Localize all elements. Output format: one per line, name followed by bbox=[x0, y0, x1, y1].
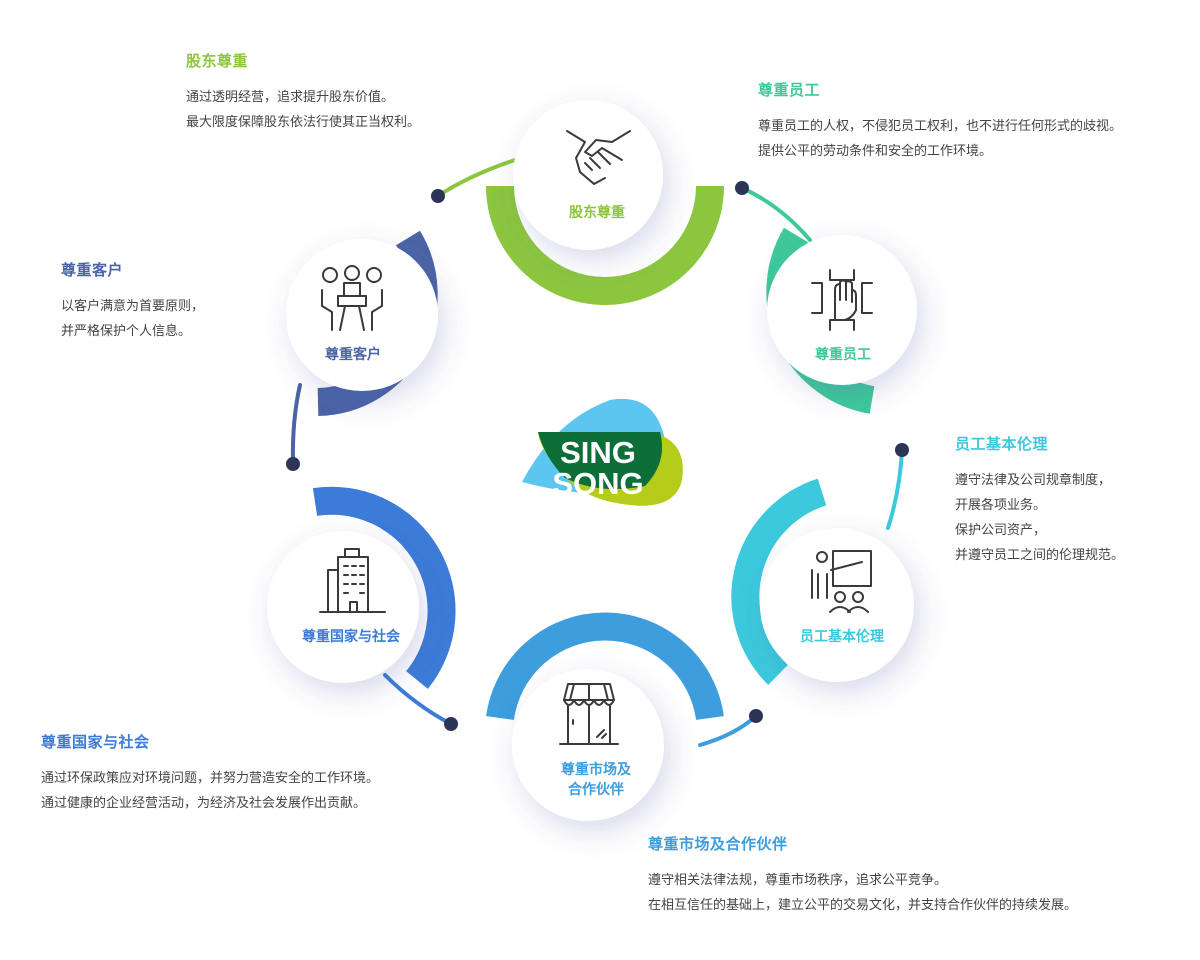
svg-text:SING: SING bbox=[560, 435, 636, 470]
arc-society bbox=[312, 486, 456, 689]
singsong-logo: SING SONG bbox=[522, 398, 683, 506]
svg-text:SONG: SONG bbox=[552, 466, 643, 501]
desc-ethics: 员工基本伦理 遵守法律及公司规章制度， 开展各项业务。 保护公司资产， 并遵守员… bbox=[955, 433, 1124, 568]
arc-ethics bbox=[731, 478, 827, 685]
desc-line: 在相互信任的基础上，建立公平的交易文化，并支持合作伙伴的持续发展。 bbox=[648, 898, 1078, 913]
desc-employee: 尊重员工 尊重员工的人权，不侵犯员工权利，也不进行任何形式的歧视。 提供公平的劳… bbox=[758, 79, 1122, 164]
circle-label-ethics: 员工基本伦理 bbox=[800, 629, 884, 645]
circle-label-society: 尊重国家与社会 bbox=[302, 629, 400, 645]
meeting-icon bbox=[321, 265, 383, 331]
circle-label-customer: 尊重客户 bbox=[325, 347, 381, 363]
circle-label-market-line2: 合作伙伴 bbox=[568, 782, 624, 798]
circle-label-market: 尊重市场及 合作伙伴 bbox=[561, 760, 631, 800]
desc-society: 尊重国家与社会 通过环保政策应对环境问题，并努力营造安全的工作环境。 通过健康的… bbox=[41, 731, 379, 816]
desc-title: 股东尊重 bbox=[186, 52, 249, 70]
circle-label-shareholder: 股东尊重 bbox=[569, 205, 625, 221]
desc-line: 并严格保护个人信息。 bbox=[61, 324, 192, 339]
desc-line: 以客户满意为首要原则， bbox=[61, 299, 205, 314]
desc-market: 尊重市场及合作伙伴 遵守相关法律法规，尊重市场秩序，追求公平竞争。 在相互信任的… bbox=[648, 833, 1077, 918]
desc-line: 提供公平的劳动条件和安全的工作环境。 bbox=[758, 144, 993, 159]
desc-title: 尊重市场及合作伙伴 bbox=[648, 835, 788, 853]
desc-line: 通过环保政策应对环境问题，并努力营造安全的工作环境。 bbox=[41, 771, 380, 786]
desc-line: 遵守法律及公司规章制度， bbox=[955, 473, 1112, 488]
stacked-hands-icon bbox=[811, 269, 873, 331]
desc-title: 尊重客户 bbox=[61, 261, 124, 279]
desc-line: 遵守相关法律法规，尊重市场秩序，追求公平竞争。 bbox=[648, 873, 948, 888]
desc-customer: 尊重客户 以客户满意为首要原则， 并严格保护个人信息。 bbox=[61, 259, 204, 344]
building-icon bbox=[319, 548, 386, 613]
desc-shareholder: 股东尊重 通过透明经营，追求提升股东价值。 最大限度保障股东依法行使其正当权利。 bbox=[186, 50, 420, 135]
connector-dots bbox=[286, 181, 909, 731]
desc-line: 最大限度保障股东依法行使其正当权利。 bbox=[186, 115, 421, 130]
desc-line: 通过健康的企业经营活动，为经济及社会发展作出贡献。 bbox=[41, 796, 367, 811]
desc-line: 通过透明经营，追求提升股东价值。 bbox=[186, 90, 395, 105]
circle-label-employee: 尊重员工 bbox=[815, 347, 871, 363]
presentation-icon bbox=[811, 550, 872, 613]
arc-shareholder bbox=[486, 185, 724, 305]
desc-line: 开展各项业务。 bbox=[955, 498, 1047, 513]
arc-market bbox=[486, 612, 724, 721]
desc-line: 保护公司资产， bbox=[955, 523, 1047, 538]
handshake-icon bbox=[566, 130, 631, 185]
desc-line: 尊重员工的人权，不侵犯员工权利，也不进行任何形式的歧视。 bbox=[758, 119, 1123, 134]
desc-line: 并遵守员工之间的伦理规范。 bbox=[955, 548, 1125, 563]
node-circles bbox=[267, 100, 917, 821]
desc-title: 尊重国家与社会 bbox=[41, 733, 150, 751]
circle-label-market-line1: 尊重市场及 bbox=[561, 762, 631, 778]
storefront-icon bbox=[559, 683, 619, 745]
desc-title: 员工基本伦理 bbox=[955, 435, 1049, 453]
desc-title: 尊重员工 bbox=[758, 81, 821, 99]
